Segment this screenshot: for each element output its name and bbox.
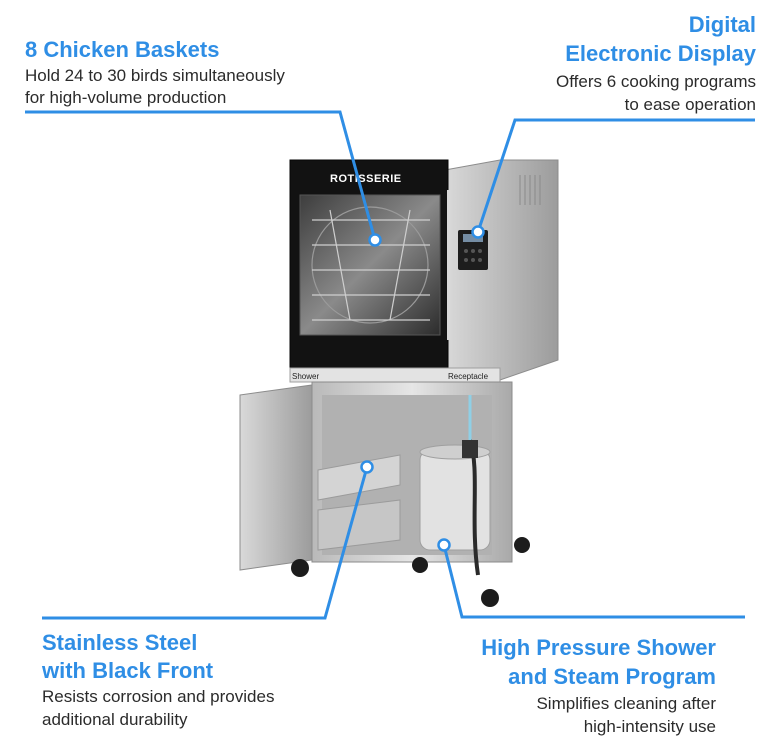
shower-panel-label: Shower [292, 372, 319, 381]
brand-logo: ROTISSERIE [330, 173, 402, 185]
steel-marker-dot [360, 460, 374, 474]
display-marker-dot [471, 225, 485, 239]
shower-desc-line1: Simplifies cleaning after [536, 694, 716, 713]
baskets-title: 8 Chicken Baskets [25, 37, 220, 62]
shower-marker-dot [437, 538, 451, 552]
steel-title-line2: with Black Front [42, 658, 214, 683]
oven-window [299, 194, 441, 336]
display-leader-line [476, 118, 755, 233]
receptacle-panel-label: Receptacle [448, 372, 489, 381]
oven-body [289, 159, 559, 383]
display-title-line1: Digital [688, 12, 756, 37]
shower-desc-line2: high-intensity use [583, 717, 716, 736]
steel-desc-line1: Resists corrosion and provides [42, 687, 275, 706]
baskets-desc-line1: Hold 24 to 30 birds simultaneously [25, 66, 285, 85]
baskets-leader-line [25, 110, 377, 241]
display-title-line2: Electronic Display [565, 41, 756, 66]
steel-desc-line2: additional durability [42, 710, 188, 729]
steel-title-line1: Stainless Steel [42, 630, 198, 655]
water-receptacle [419, 449, 491, 551]
stainless-stand [239, 381, 530, 607]
baskets-desc-line2: for high-volume production [25, 88, 227, 107]
shower-title-line2: and Steam Program [508, 664, 716, 689]
steel-leader-line [42, 466, 369, 620]
display-desc-line2: to ease operation [624, 95, 756, 114]
display-desc-line1: Offers 6 cooking programs [556, 72, 756, 91]
baskets-marker-dot [368, 233, 382, 247]
shower-title-line1: High Pressure Shower [481, 635, 716, 660]
door-handle [447, 190, 451, 340]
shower-leader-line [442, 544, 745, 619]
